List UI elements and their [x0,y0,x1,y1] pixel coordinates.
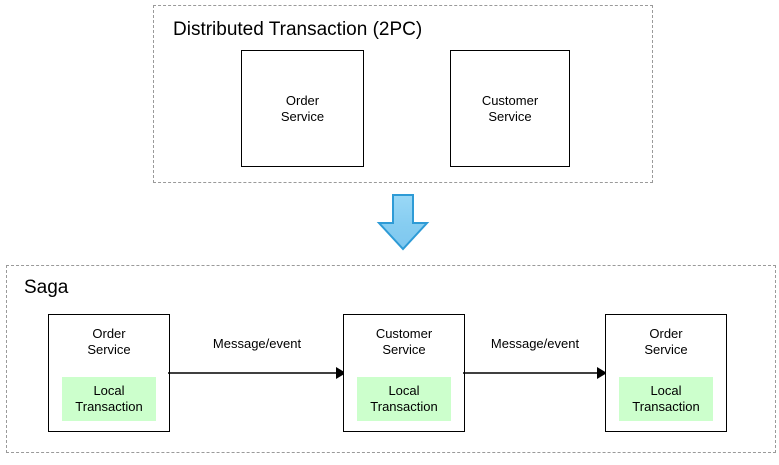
group-saga: Saga [6,265,776,453]
connector-arrow-2 [463,367,607,379]
local-transaction-box-1: Local Transaction [62,377,156,421]
saga-step-order-service-3[interactable]: Order Service Local Transaction [605,314,727,432]
local-transaction-label-2: Local Transaction [370,383,438,414]
saga-step-customer-service-2[interactable]: Customer Service Local Transaction [343,314,465,432]
saga-step-order-service-1[interactable]: Order Service Local Transaction [48,314,170,432]
saga-step-label-2: Customer Service [375,326,433,357]
saga-step-label-1: Order Service [87,326,131,357]
local-transaction-label-3: Local Transaction [632,383,700,414]
connector-label-message-event-2: Message/event [490,336,580,351]
local-transaction-box-2: Local Transaction [357,377,451,421]
box-order-service-2pc[interactable]: Order Service [241,50,364,167]
box-customer-service-2pc[interactable]: Customer Service [450,50,570,167]
connector-label-message-event-1: Message/event [212,336,302,351]
group-title-distributed-transaction: Distributed Transaction (2PC) [173,19,423,40]
group-title-saga: Saga [24,277,69,298]
box-label-order-service-2pc: Order Service [280,92,325,124]
connector-arrow-1 [168,367,346,379]
local-transaction-box-3: Local Transaction [619,377,713,421]
down-arrow-icon [376,194,430,251]
local-transaction-label-1: Local Transaction [75,383,143,414]
saga-step-label-3: Order Service [644,326,688,357]
group-distributed-transaction: Distributed Transaction (2PC) [153,5,653,183]
box-label-customer-service-2pc: Customer Service [481,92,539,124]
